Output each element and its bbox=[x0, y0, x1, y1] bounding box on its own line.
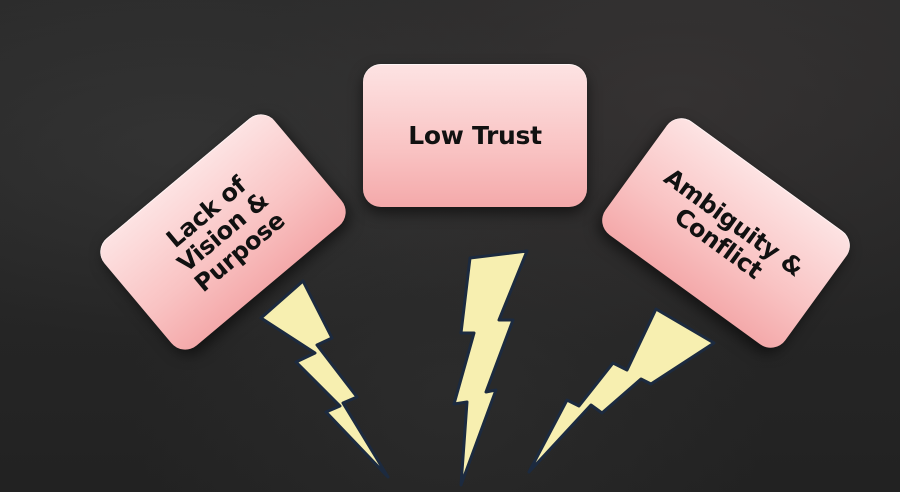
box-low-trust: Low Trust bbox=[363, 64, 587, 207]
lightning-bolt-icon bbox=[259, 279, 390, 479]
lightning-bolt-icon bbox=[452, 249, 529, 487]
lightning-bolt-icon bbox=[527, 307, 716, 474]
box-label: Low Trust bbox=[408, 120, 542, 150]
box-label: Lack of Vision & Purpose bbox=[160, 170, 291, 298]
